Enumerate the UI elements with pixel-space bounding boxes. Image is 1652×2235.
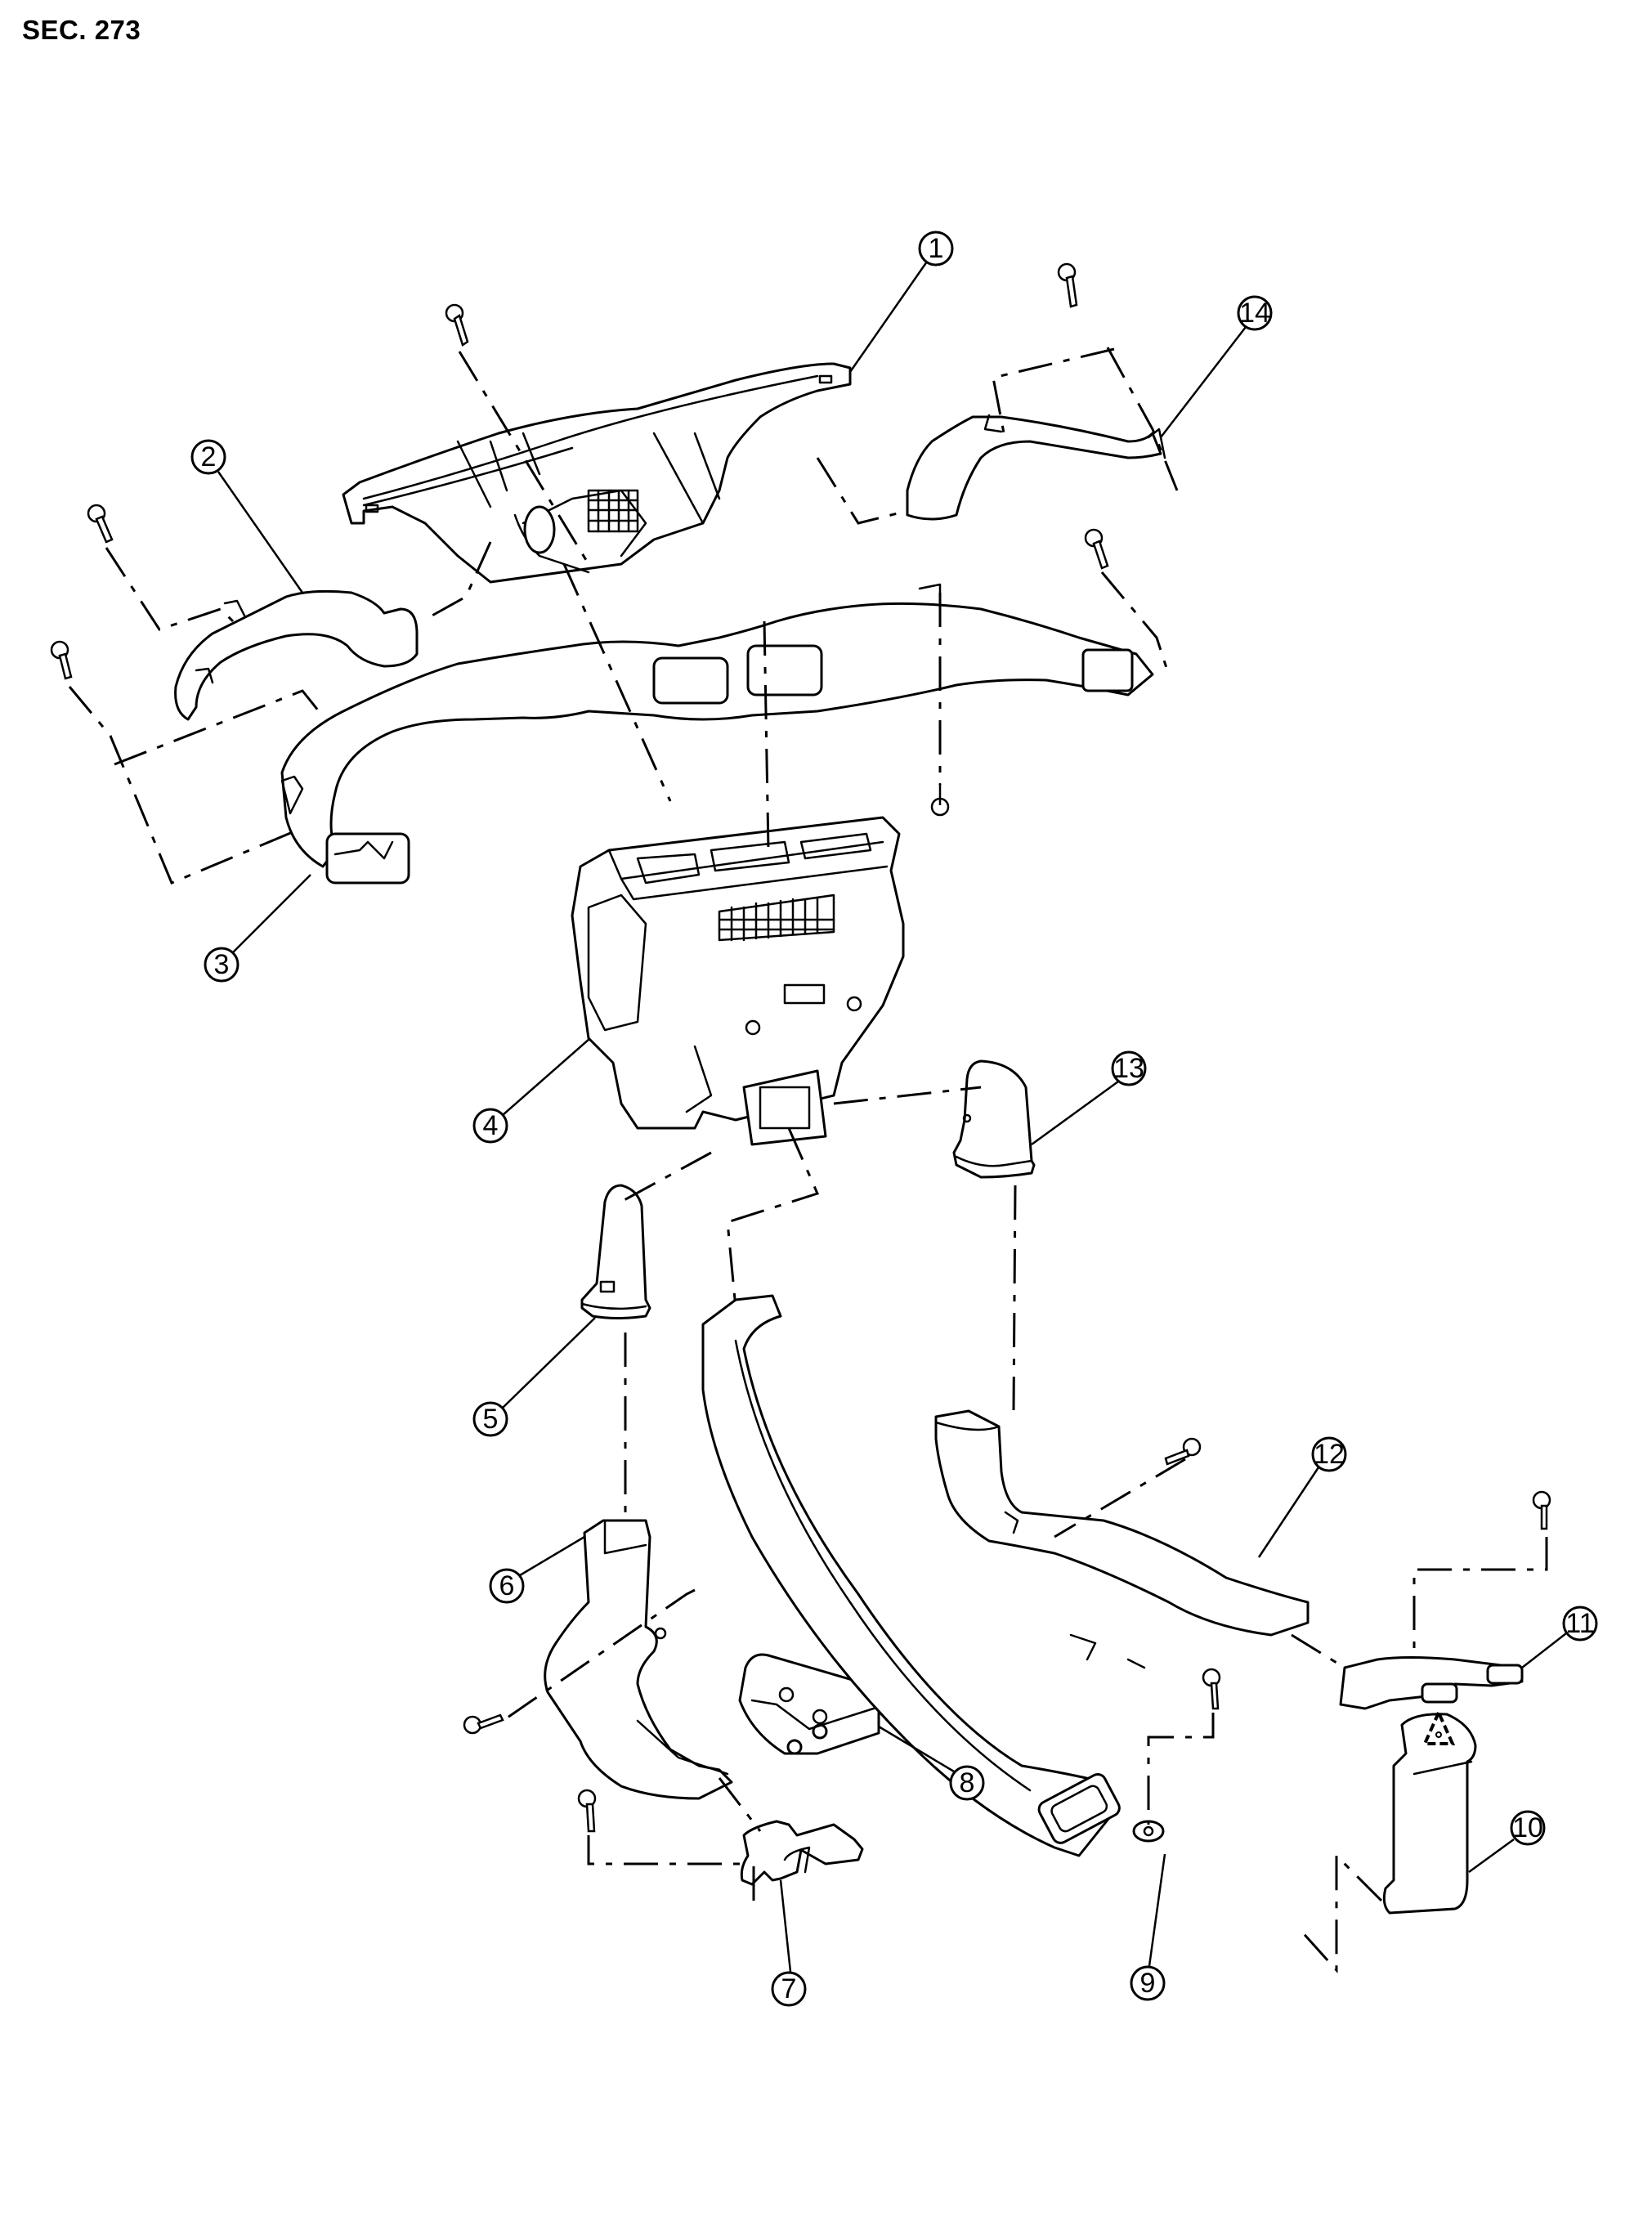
callout-label: 12 xyxy=(1314,1439,1345,1470)
callout-label: 3 xyxy=(214,949,230,980)
callout-1: 1 xyxy=(848,231,954,373)
callout-label: 13 xyxy=(1113,1053,1144,1084)
part-12-right-floor-duct xyxy=(934,1409,1310,1637)
bolt-icon xyxy=(577,1789,597,1833)
callout-label: 7 xyxy=(781,1973,797,2004)
callout-8: 8 xyxy=(878,1725,985,1801)
callout-label: 10 xyxy=(1512,1812,1543,1843)
bolt-icon xyxy=(50,640,73,680)
callout-2: 2 xyxy=(190,439,304,593)
callout-label: 2 xyxy=(201,441,217,473)
callout-10: 10 xyxy=(1468,1810,1546,1874)
part-5-floor-connector xyxy=(580,1184,651,1319)
callout-12: 12 xyxy=(1257,1436,1347,1558)
callout-label: 8 xyxy=(960,1767,975,1798)
warning-triangle-icon xyxy=(1421,1709,1456,1745)
callout-label: 11 xyxy=(1565,1608,1594,1639)
bolt-icon xyxy=(1084,528,1109,570)
part-13-rear-duct xyxy=(952,1059,1036,1179)
bolt-icon xyxy=(1202,1668,1221,1710)
callout-label: 4 xyxy=(483,1110,499,1141)
part-11-rear-outlet xyxy=(1339,1656,1524,1710)
callout-9: 9 xyxy=(1130,1853,1166,2001)
callout-14: 14 xyxy=(1160,295,1273,438)
part-1-defroster-nozzle xyxy=(342,362,852,584)
part-3-main-vent-duct xyxy=(280,583,1154,885)
callout-label: 9 xyxy=(1140,1968,1156,1999)
callout-6: 6 xyxy=(489,1535,585,1604)
section-title: SEC. 273 xyxy=(22,15,141,45)
callout-7: 7 xyxy=(771,1879,807,2007)
assembly-lines xyxy=(68,347,1548,1973)
callout-label: 1 xyxy=(929,233,944,264)
part-14-side-duct xyxy=(906,414,1166,521)
part-2-side-duct xyxy=(174,589,419,721)
part-6-floor-duct xyxy=(544,1519,733,1800)
part-8-bracket xyxy=(738,1653,880,1755)
callout-13: 13 xyxy=(1031,1050,1147,1146)
callout-3: 3 xyxy=(204,874,311,983)
bolt-icon xyxy=(445,303,469,347)
part-7-outlet xyxy=(740,1820,864,1886)
callout-4: 4 xyxy=(472,1037,591,1144)
callout-11: 11 xyxy=(1521,1606,1598,1668)
callout-label: 5 xyxy=(483,1404,499,1435)
part-9-center-floor-duct xyxy=(701,1294,1165,1857)
bolt-icon xyxy=(463,1713,504,1735)
callout-5: 5 xyxy=(472,1317,596,1437)
bolt-icon xyxy=(930,783,950,817)
bolt-icon xyxy=(87,504,114,544)
bolt-icon xyxy=(1532,1490,1551,1530)
bolt-icon xyxy=(1164,1437,1202,1466)
part-10-rear-vertical-duct xyxy=(1382,1713,1477,1915)
callout-label: 6 xyxy=(499,1570,515,1601)
part-4-heater-unit xyxy=(571,816,905,1146)
bolt-icon xyxy=(1057,262,1078,308)
callout-label: 14 xyxy=(1239,298,1270,329)
